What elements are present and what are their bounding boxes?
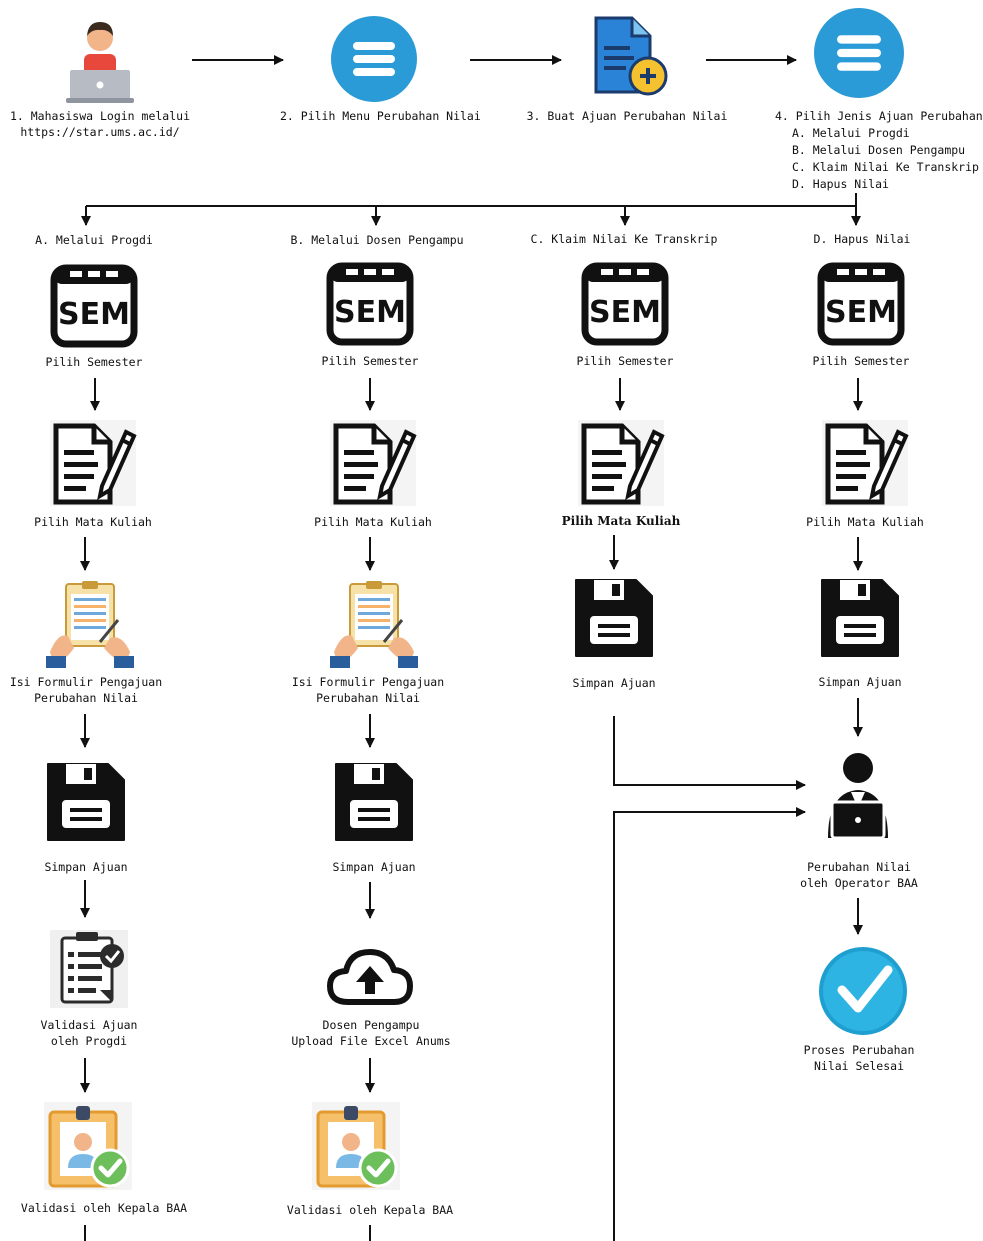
column-d-header: D. Hapus Nilai (813, 232, 911, 246)
operator-label-line2: oleh Operator BAA (800, 876, 918, 890)
semester-icon: SEM (50, 262, 138, 350)
step1-label-line1: 1. Mahasiswa Login melalui (9, 109, 190, 123)
floppy-save-icon (818, 576, 902, 660)
column-a-header: A. Melalui Progdi (35, 233, 153, 247)
connector-c-to-operator (613, 716, 806, 790)
step4-title: 4. Pilih Jenis Ajuan Perubahan (775, 109, 983, 123)
step4-options: A. Melalui Progdi B. Melalui Dosen Penga… (792, 125, 979, 193)
column-b-save-label: Simpan Ajuan (332, 860, 416, 874)
step4-option-d: D. Hapus Nilai (792, 177, 889, 191)
semester-icon: SEM (326, 260, 414, 348)
checkmark-circle-icon (818, 946, 908, 1036)
column-a-course-label: Pilih Mata Kuliah (34, 515, 152, 529)
document-pencil-icon (822, 420, 909, 506)
column-a-head-label: Validasi oleh Kepala BAA (20, 1201, 188, 1215)
svg-text:SEM: SEM (589, 295, 661, 330)
operator-laptop-icon (818, 748, 898, 840)
done-label-line2: Nilai Selesai (813, 1059, 904, 1073)
column-d-course-label: Pilih Mata Kuliah (806, 515, 924, 529)
column-a-validate-line2: oleh Progdi (50, 1034, 128, 1048)
column-c-semester-label: Pilih Semester (576, 354, 674, 368)
column-d-save-label: Simpan Ajuan (818, 675, 902, 689)
column-a-form-line2: Perubahan Nilai (34, 691, 138, 705)
step4-option-b: B. Melalui Dosen Pengampu (792, 143, 966, 157)
column-b-head-label: Validasi oleh Kepala BAA (286, 1203, 454, 1217)
step2-label: 2. Pilih Menu Perubahan Nilai (280, 109, 481, 123)
approval-badge-icon (44, 1102, 132, 1190)
column-d-semester-label: Pilih Semester (812, 354, 910, 368)
column-b-course-label: Pilih Mata Kuliah (314, 515, 432, 529)
document-pencil-icon (578, 420, 665, 506)
floppy-save-icon (332, 760, 416, 844)
column-a-semester-label: Pilih Semester (45, 355, 143, 369)
column-a-validate-line1: Validasi Ajuan (40, 1018, 138, 1032)
semester-icon: SEM (817, 260, 905, 348)
done-label-line1: Proses Perubahan (803, 1043, 915, 1057)
column-b-semester-label: Pilih Semester (321, 354, 419, 368)
floppy-save-icon (44, 760, 128, 844)
column-c-save-label: Simpan Ajuan (572, 676, 656, 690)
column-b-form-line1: Isi Formulir Pengajuan (291, 675, 445, 689)
semester-icon: SEM (581, 260, 669, 348)
column-b-header: B. Melalui Dosen Pengampu (290, 233, 464, 247)
cloud-upload-icon (324, 944, 416, 1008)
checklist-icon (46, 926, 132, 1012)
form-clipboard-icon (328, 580, 420, 670)
svg-text:SEM: SEM (334, 295, 406, 330)
add-document-icon (590, 14, 672, 98)
document-pencil-icon (330, 420, 417, 506)
column-b-form-line2: Perubahan Nilai (316, 691, 420, 705)
step1-label-line2: https://star.ums.ac.id/ (20, 125, 180, 139)
column-a-save-label: Simpan Ajuan (44, 860, 128, 874)
menu-icon (331, 16, 417, 102)
column-c-course-label: Pilih Mata Kuliah (561, 514, 681, 528)
column-c-header: C. Klaim Nilai Ke Transkrip (530, 232, 718, 246)
connector-ab-to-operator (613, 807, 806, 1241)
svg-text:SEM: SEM (58, 297, 130, 332)
form-clipboard-icon (44, 580, 136, 670)
menu-icon-choose-type (814, 8, 904, 98)
step4-option-a: A. Melalui Progdi (792, 126, 910, 140)
student-laptop-icon (66, 14, 134, 104)
operator-label-line1: Perubahan Nilai (807, 860, 911, 874)
column-b-upload-line2: Upload File Excel Anums (291, 1034, 451, 1048)
document-pencil-icon (50, 420, 137, 506)
step3-label: 3. Buat Ajuan Perubahan Nilai (526, 109, 728, 123)
step4-option-c: C. Klaim Nilai Ke Transkrip (792, 160, 979, 174)
svg-text:SEM: SEM (825, 295, 897, 330)
column-b-upload-line1: Dosen Pengampu (322, 1018, 420, 1032)
approval-badge-icon (312, 1102, 400, 1190)
floppy-save-icon (572, 576, 656, 660)
column-a-form-line1: Isi Formulir Pengajuan (9, 675, 163, 689)
